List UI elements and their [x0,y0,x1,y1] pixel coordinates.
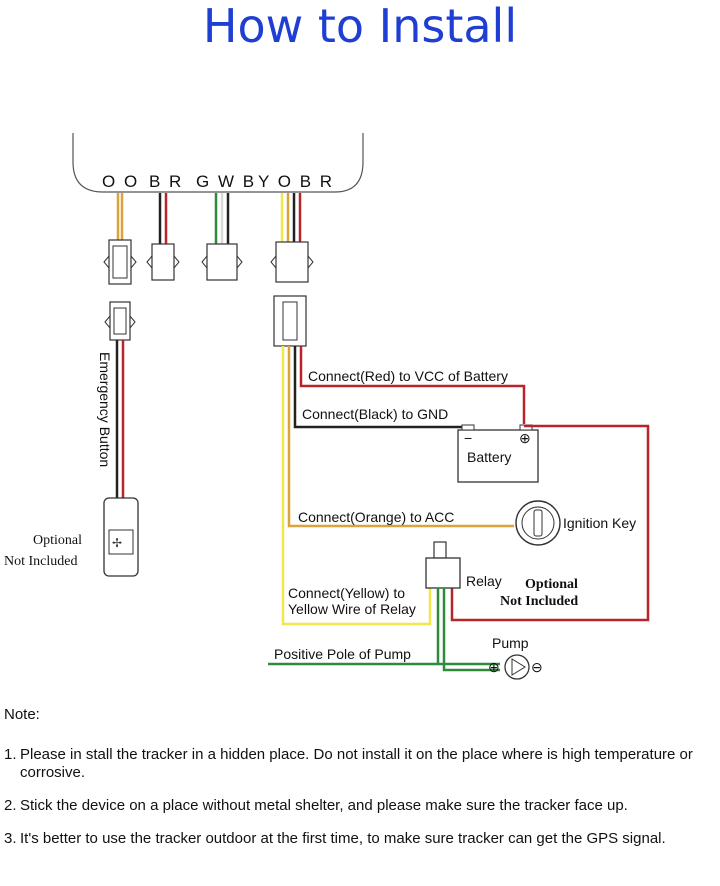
pump-plus: ⊕ [488,659,500,675]
note-number: 2. [4,797,17,814]
yellow-wire [281,346,432,626]
battery-plus: ⊕ [519,430,531,446]
notes-heading: Note: [4,706,40,723]
connector-male-1 [108,239,132,285]
note-text: It's better to use the tracker outdoor a… [20,830,666,847]
pump-minus: ⊖ [531,659,543,675]
relay-icon [425,541,461,589]
red-wire [299,346,526,424]
wiring-diagram: O O B R G W B Y O B R ✢ Emergency Button… [4,133,650,680]
battery [457,429,539,483]
relay-label: Relay [466,573,502,589]
optional-label-2: Optional [525,577,578,592]
black-wire [293,346,466,429]
connect-black-label: Connect(Black) to GND [302,406,448,422]
page-title: How to Install [202,0,518,53]
note-text: Please in stall the tracker in a hidden … [20,746,693,781]
pump-icon [504,654,530,680]
green-wire-2 [442,588,500,672]
not-included-label-2: Not Included [500,594,578,609]
orange-wire [287,346,514,528]
positive-pole-label: Positive Pole of Pump [274,646,411,662]
connector-4-female [273,295,307,347]
connector-4-male [275,241,309,283]
note-item: 3. It's better to use the tracker outdoo… [4,830,716,848]
connect-yellow-label-1: Connect(Yellow) to [288,585,405,601]
pin-label-group1: O O [102,172,139,191]
pump-label: Pump [492,635,529,651]
emergency-wire-group: ✢ [103,193,139,577]
tracker-body [72,133,364,193]
green-wire-1 [436,588,500,666]
ignition-key-label: Ignition Key [563,515,636,531]
note-item: 1. Please in stall the tracker in a hidd… [4,746,716,782]
note-item: 2. Stick the device on a place without m… [4,797,716,815]
connect-orange-label: Connect(Orange) to ACC [298,509,454,525]
connect-red-label: Connect(Red) to VCC of Battery [308,368,508,384]
connect-yellow-label-2: Yellow Wire of Relay [288,601,416,617]
note-number: 1. [4,746,17,763]
not-included-label-1: Not Included [4,554,77,569]
emergency-button-label: Emergency Button [97,352,113,467]
note-number: 3. [4,830,17,847]
pin-label-group4: Y O B R [258,172,334,191]
optional-label-1: Optional [33,533,82,548]
ignition-key-icon [515,500,561,546]
connector-2 [151,243,175,281]
connector-3 [206,243,238,281]
notes-section: Note: 1. Please in stall the tracker in … [4,706,716,863]
pin-label-group2: B R [149,172,183,191]
pin-label-group3: G W B [196,172,256,191]
svg-text:✢: ✢ [112,536,122,550]
wire-group-3 [201,193,243,281]
wire-group-2 [146,193,180,281]
battery-minus: − [464,430,472,446]
red-wire-loop [450,424,650,622]
battery-label: Battery [467,449,511,465]
note-text: Stick the device on a place without meta… [20,797,628,814]
wire-group-4 [270,193,314,347]
